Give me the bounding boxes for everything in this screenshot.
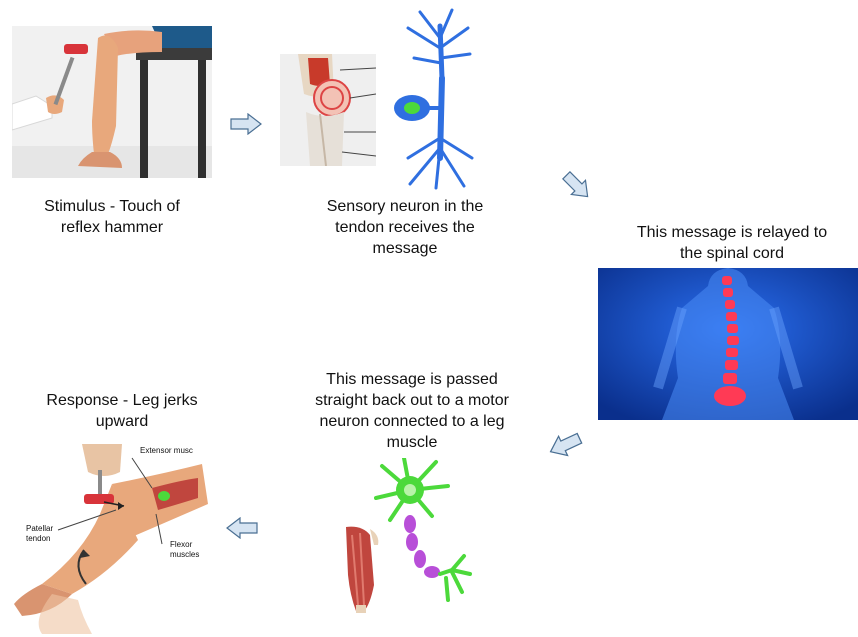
sensory-caption: Sensory neuron in the tendon receives th… bbox=[300, 196, 510, 259]
spinal-cord-illustration bbox=[598, 268, 858, 420]
arrow-down-left bbox=[548, 430, 582, 460]
motor-neuron-icon bbox=[374, 458, 474, 606]
reflex-hammer-knee-icon bbox=[12, 26, 212, 178]
response-illustration: Extensor musc Patellar tendon Flexor mus… bbox=[12, 444, 212, 636]
motor-caption: This message is passed straight back out… bbox=[292, 369, 532, 453]
knee-joint-icon bbox=[280, 54, 376, 166]
arrow-down-right bbox=[561, 170, 593, 202]
stimulus-illustration bbox=[12, 26, 212, 178]
sensory-neuron-illustration bbox=[380, 8, 476, 190]
stimulus-caption: Stimulus - Touch of reflex hammer bbox=[22, 196, 202, 238]
spinal-caption: This message is relayed to the spinal co… bbox=[612, 222, 852, 264]
response-caption: Response - Leg jerks upward bbox=[22, 390, 222, 432]
knee-diagram bbox=[280, 54, 376, 166]
spinal-cord-icon bbox=[598, 268, 858, 420]
flexor-label: Flexor muscles bbox=[170, 540, 199, 560]
sensory-neuron-icon bbox=[380, 8, 476, 190]
arrow-right bbox=[230, 113, 262, 135]
arrow-left bbox=[226, 517, 258, 539]
motor-neuron-illustration bbox=[374, 458, 474, 606]
patellar-label: Patellar tendon bbox=[26, 524, 53, 544]
extensor-label: Extensor musc bbox=[140, 446, 193, 456]
